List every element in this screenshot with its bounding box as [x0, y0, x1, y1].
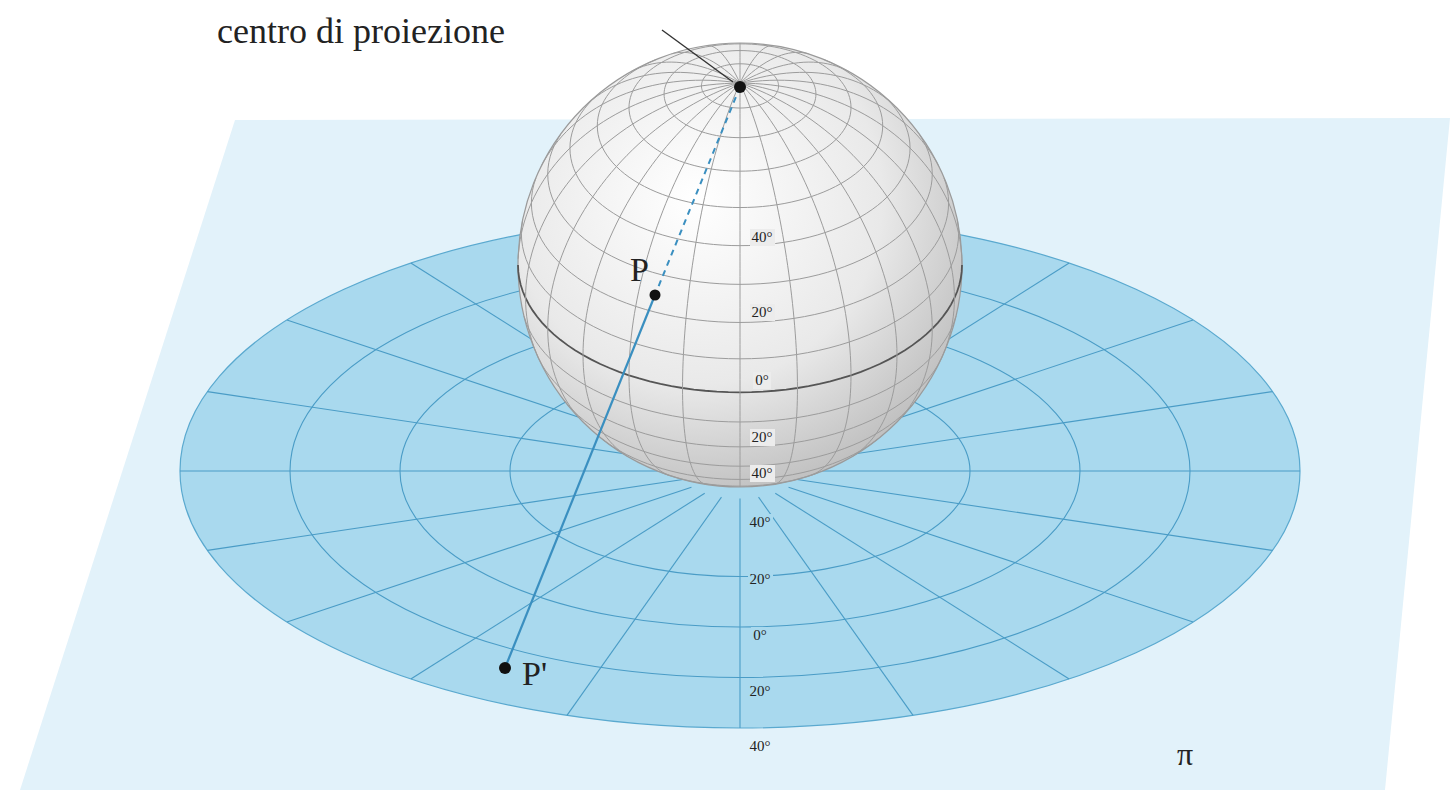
sphere — [518, 43, 962, 487]
latitude-label: 20° — [748, 571, 773, 588]
plane-radial — [789, 487, 1194, 622]
meridian — [541, 80, 740, 166]
plane-radial — [759, 497, 914, 715]
plane-radial — [739, 499, 740, 728]
plane-label: π — [1175, 737, 1195, 771]
meridian — [740, 83, 954, 358]
point-dot — [499, 662, 511, 674]
latitude-label: 40° — [750, 229, 775, 246]
latitude-label: 40° — [748, 738, 773, 755]
projection-center-dot — [734, 81, 746, 93]
meridian — [708, 45, 740, 83]
meridian — [740, 83, 741, 487]
plane-radial — [775, 493, 1069, 679]
latitude-label: 40° — [748, 514, 773, 531]
meridian — [740, 45, 772, 83]
meridian — [740, 83, 797, 484]
point-label: P — [628, 252, 651, 288]
latitude-label: 20° — [748, 683, 773, 700]
meridian — [629, 83, 740, 475]
point-dot — [650, 290, 661, 301]
latitude-label: 0° — [753, 372, 771, 389]
meridian — [526, 83, 740, 358]
meridian — [740, 72, 896, 106]
meridian — [548, 83, 740, 419]
meridian — [740, 83, 897, 456]
sphere-grid — [518, 43, 962, 487]
latitude-label: 20° — [750, 429, 775, 446]
plane-radial — [567, 497, 722, 715]
plane-radial — [207, 480, 683, 551]
meridian — [740, 83, 932, 419]
meridian — [740, 80, 939, 166]
callout-label: centro di proiezione — [215, 12, 507, 50]
latitude-label: 0° — [751, 627, 769, 644]
meridian — [740, 83, 962, 265]
projection-ray-hidden — [655, 87, 740, 295]
projection-ray — [505, 295, 655, 668]
plane-radial — [287, 487, 692, 622]
meridian — [583, 83, 740, 456]
latitude-label: 40° — [750, 465, 775, 482]
latitude-label: 20° — [750, 304, 775, 321]
meridian — [740, 52, 808, 83]
plane-radial — [800, 470, 1300, 471]
meridian — [683, 83, 740, 484]
meridian — [740, 62, 849, 83]
plane-radial — [411, 493, 705, 679]
plane-radial — [180, 470, 680, 471]
meridian — [740, 43, 741, 83]
meridian — [740, 83, 851, 475]
plane-radial — [797, 480, 1273, 551]
point-label: P' — [520, 656, 549, 692]
leader-line — [662, 30, 733, 82]
